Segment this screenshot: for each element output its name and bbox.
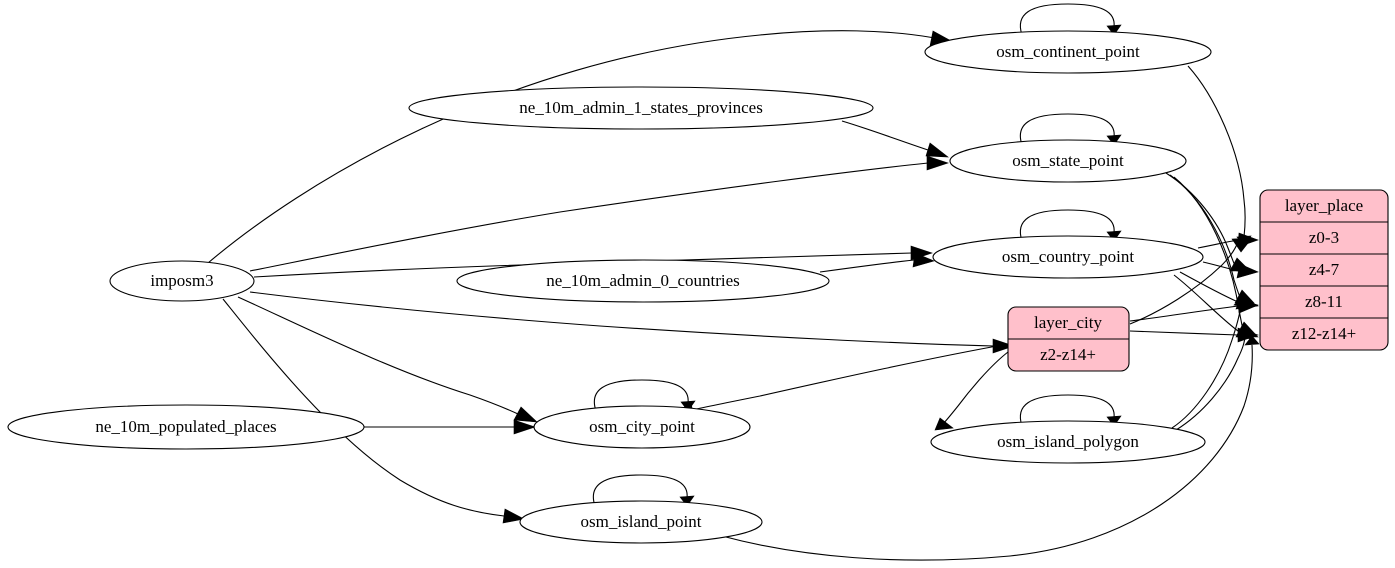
edge-osm-island-polygon-to-layer-place-z8-11 — [1171, 296, 1249, 429]
edge-self-loop-osm-continent-point — [1019, 3, 1122, 36]
edge-osm-island-point-to-layer-place-z12-z14 — [721, 335, 1260, 561]
node-layer: imposm3 ne_10m_admin_1_states_provinces … — [7, 30, 1212, 544]
node-ne-10m-admin-0-countries[interactable]: ne_10m_admin_0_countries — [456, 259, 830, 303]
edge-imposm3-to-osm-city-point — [237, 296, 538, 423]
edge-populated-places-to-osm-city-point — [364, 419, 536, 435]
edge-layer — [207, 3, 1260, 561]
node-ne-10m-admin-1-states-provinces[interactable]: ne_10m_admin_1_states_provinces — [408, 86, 874, 130]
node-osm-island-polygon[interactable]: osm_island_polygon — [930, 420, 1206, 464]
record-node-layer: layer_place z0-3 z4-7 z8-11 z12-z14+ lay… — [1007, 189, 1389, 372]
node-osm-island-point[interactable]: osm_island_point — [519, 500, 763, 544]
node-osm-country-point[interactable]: osm_country_point — [932, 235, 1204, 279]
node-imposm3[interactable]: imposm3 — [109, 260, 255, 302]
edge-self-loop-osm-state-point — [1019, 113, 1122, 146]
node-osm-continent-point[interactable]: osm_continent_point — [924, 30, 1212, 74]
node-osm-city-point[interactable]: osm_city_point — [533, 405, 751, 449]
edge-osm-continent-point-to-layer-place-z0-3 — [1187, 65, 1252, 246]
edge-imposm3-to-osm-state-point — [249, 155, 949, 272]
edge-states-provinces-to-osm-state-point — [841, 120, 949, 158]
edge-layer-city-to-osm-island-polygon — [934, 351, 1009, 431]
edge-imposm3-to-osm-island-point — [222, 298, 525, 524]
edge-self-loop-osm-island-point — [592, 474, 695, 507]
edge-admin-0-countries-to-osm-country-point — [819, 252, 935, 273]
record-node-layer-place[interactable]: layer_place z0-3 z4-7 z8-11 z12-z14+ — [1259, 189, 1389, 351]
edge-osm-island-polygon-to-layer-place-z12-z14 — [1175, 328, 1253, 431]
edge-imposm3-to-layer-city — [249, 291, 1015, 354]
edge-layer-city-to-layer-place-z0-3 — [1129, 237, 1253, 325]
node-ne-10m-populated-places[interactable]: ne_10m_populated_places — [7, 404, 365, 450]
node-osm-state-point[interactable]: osm_state_point — [949, 139, 1187, 183]
edge-imposm3-to-osm-continent-point — [207, 30, 954, 264]
record-node-layer-city[interactable]: layer_city z2-z14+ — [1007, 306, 1130, 372]
edge-layer-city-to-layer-place-z12-z14 — [1129, 327, 1259, 343]
